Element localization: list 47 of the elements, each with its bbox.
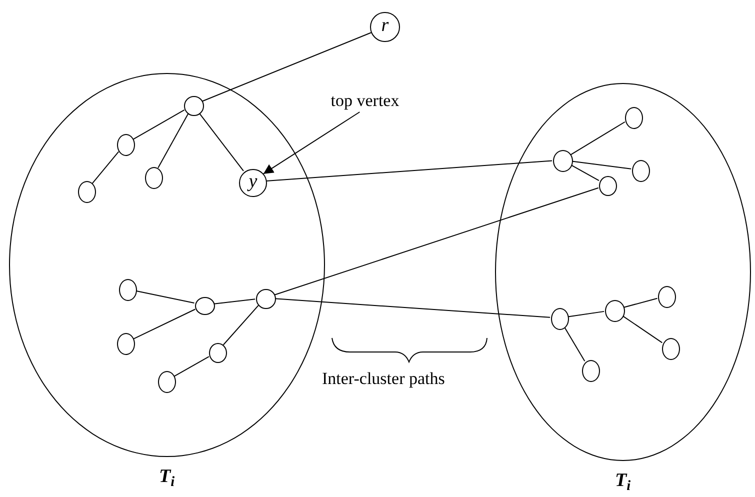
vertex-circle (658, 286, 676, 308)
vertex-circle (78, 181, 96, 203)
tree-edge (570, 164, 600, 182)
tree-edge (132, 308, 196, 340)
vertex-circle (117, 333, 135, 355)
tree-edge (92, 151, 120, 184)
vertex-circle (145, 167, 163, 189)
leader-arrow (262, 112, 360, 174)
tree-edge (132, 109, 185, 140)
tree-edge (174, 356, 210, 377)
tree-edge (274, 187, 599, 296)
tree-edge (198, 112, 244, 172)
tree-edge (222, 304, 259, 346)
vertex-circle (551, 308, 569, 330)
cluster-label: T$_{i}$ (615, 471, 631, 490)
vertex-circle (195, 297, 215, 315)
tree-edge (158, 113, 189, 168)
vertex-circle (184, 96, 204, 116)
vertex-circle (625, 107, 643, 129)
tree-edge (622, 315, 663, 344)
tree-edge (564, 326, 586, 362)
tree-edge (213, 298, 256, 304)
vertex-circle (209, 343, 227, 363)
vertex-circle (158, 371, 176, 393)
tree-edge (274, 298, 551, 318)
vertex-circle (119, 279, 137, 301)
labeled-vertex: y (239, 169, 267, 197)
tree-edge (265, 160, 553, 182)
tree-edge (570, 121, 626, 156)
tree-edge (623, 298, 658, 308)
vertex-circle (599, 176, 617, 196)
tree-edge (202, 32, 372, 102)
vertex-circle (632, 160, 650, 182)
vertex-circle (256, 289, 276, 309)
vertex-circle (662, 338, 680, 360)
cluster-label: T$_{i}$ (159, 467, 175, 486)
tree-edge (571, 160, 632, 170)
cluster-ellipse (495, 83, 751, 461)
tree-edge (567, 310, 605, 318)
brace-label: Inter-cluster paths (322, 370, 445, 387)
callout-text: top vertex (320, 90, 410, 112)
vertex-circle (582, 360, 600, 382)
vertex-circle (553, 150, 573, 172)
tree-edge (135, 290, 195, 304)
vertex-circle (605, 300, 625, 322)
labeled-vertex: r (370, 12, 400, 42)
vertex-circle (117, 134, 135, 156)
